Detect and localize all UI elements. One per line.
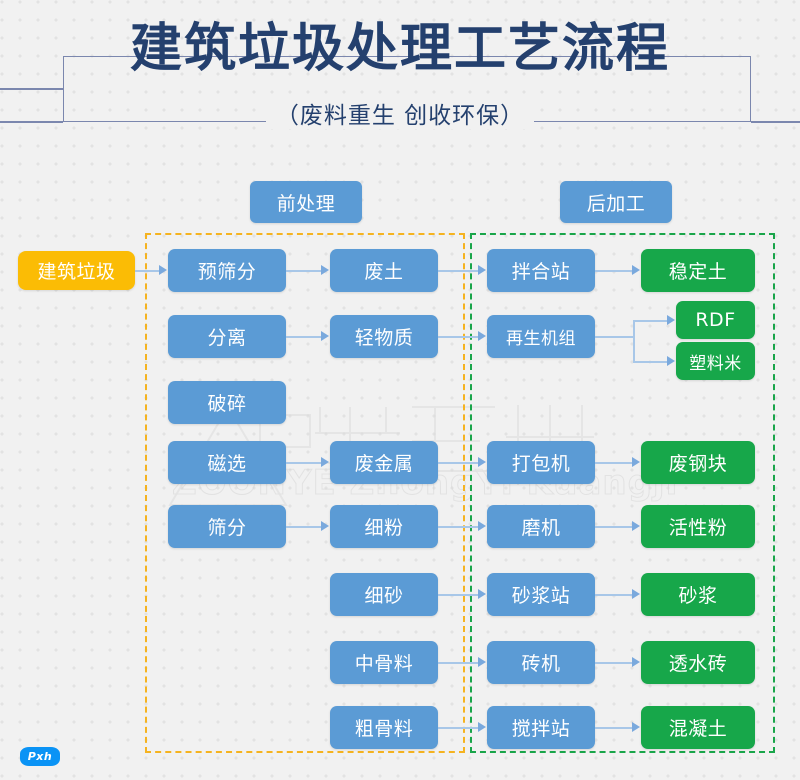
connector-coarse-aggregate-to-concrete-station bbox=[438, 727, 479, 729]
connector-light-material-to-recycling-unit bbox=[438, 336, 479, 338]
arrowhead-to-scrap-metal bbox=[321, 457, 329, 467]
arrowhead-to-baler bbox=[478, 457, 486, 467]
connector-fine-sand-to-mortar-station bbox=[438, 594, 479, 596]
connector-input-to-pre-screening bbox=[135, 270, 161, 272]
product-rdf[interactable]: RDF bbox=[676, 301, 755, 339]
arrowhead-to-scrap-steel bbox=[632, 457, 640, 467]
node-baler[interactable]: 打包机 bbox=[487, 441, 595, 484]
page-title: 建筑垃圾处理工艺流程 bbox=[129, 19, 670, 79]
connector-mixing-station-to-stabilized-soil bbox=[595, 270, 633, 272]
input-node-construction-waste[interactable]: 建筑垃圾 bbox=[18, 251, 135, 290]
page-subtitle-text: （废料重生 创收环保） bbox=[265, 103, 535, 129]
node-light-material[interactable]: 轻物质 bbox=[330, 315, 438, 358]
node-grinding-mill[interactable]: 磨机 bbox=[487, 505, 595, 548]
connector-sieving-to-fine-powder bbox=[286, 526, 322, 528]
arrowhead-to-recycling-unit bbox=[478, 331, 486, 341]
page-header: 建筑垃圾处理工艺流程 （废料重生 创收环保） bbox=[0, 0, 800, 150]
node-recycling-unit[interactable]: 再生机组 bbox=[487, 315, 595, 358]
page-subtitle: （废料重生 创收环保） bbox=[0, 98, 800, 134]
post-processing-zone bbox=[470, 233, 775, 753]
connector-magnetic-to-scrap-metal bbox=[286, 462, 322, 464]
connector-recycling-unit-split bbox=[633, 320, 635, 362]
node-scrap-metal[interactable]: 废金属 bbox=[330, 441, 438, 484]
arrowhead-to-permeable-brick bbox=[632, 657, 640, 667]
header-rule-right bbox=[751, 121, 800, 123]
connector-fine-powder-to-grinding-mill bbox=[438, 526, 479, 528]
node-waste-soil[interactable]: 废土 bbox=[330, 249, 438, 292]
arrowhead-to-concrete bbox=[632, 722, 640, 732]
arrowhead-to-plastic-pellets bbox=[667, 356, 675, 366]
arrowhead-to-grinding-mill bbox=[478, 521, 486, 531]
node-magnetic-separation[interactable]: 磁选 bbox=[168, 441, 286, 484]
product-permeable-brick[interactable]: 透水砖 bbox=[641, 641, 755, 684]
connector-pre-screening-to-waste-soil bbox=[286, 270, 322, 272]
connector-separation-to-light-material bbox=[286, 336, 322, 338]
node-fine-sand[interactable]: 细砂 bbox=[330, 573, 438, 616]
node-pre-screening[interactable]: 预筛分 bbox=[168, 249, 286, 292]
arrowhead-to-waste-soil bbox=[321, 265, 329, 275]
arrowhead-to-pre-screening bbox=[159, 265, 167, 275]
section-label-post-processing: 后加工 bbox=[560, 181, 672, 223]
product-stabilized-soil[interactable]: 稳定土 bbox=[641, 249, 755, 292]
connector-recycling-unit-to-rdf bbox=[633, 320, 668, 322]
header-rule-mid bbox=[0, 88, 64, 90]
connector-waste-soil-to-mixing-station bbox=[438, 270, 479, 272]
connector-grinding-mill-to-active-powder bbox=[595, 526, 633, 528]
connector-recycling-unit-trunk bbox=[595, 336, 635, 338]
arrowhead-to-mixing-station bbox=[478, 265, 486, 275]
product-mortar[interactable]: 砂浆 bbox=[641, 573, 755, 616]
connector-recycling-unit-to-plastic-pellets bbox=[633, 361, 668, 363]
connector-mortar-station-to-mortar bbox=[595, 594, 633, 596]
arrowhead-to-mortar-station bbox=[478, 589, 486, 599]
arrowhead-to-rdf bbox=[667, 315, 675, 325]
arrowhead-to-mortar bbox=[632, 589, 640, 599]
node-medium-aggregate[interactable]: 中骨料 bbox=[330, 641, 438, 684]
node-separation[interactable]: 分离 bbox=[168, 315, 286, 358]
arrowhead-to-fine-powder bbox=[321, 521, 329, 531]
product-plastic-pellets[interactable]: 塑料米 bbox=[676, 342, 755, 380]
connector-scrap-metal-to-baler bbox=[438, 462, 479, 464]
arrowhead-to-active-powder bbox=[632, 521, 640, 531]
node-mortar-station[interactable]: 砂浆站 bbox=[487, 573, 595, 616]
node-mixing-station[interactable]: 拌合站 bbox=[487, 249, 595, 292]
arrowhead-to-light-material bbox=[321, 331, 329, 341]
arrowhead-to-brick-machine bbox=[478, 657, 486, 667]
connector-brick-machine-to-permeable-brick bbox=[595, 662, 633, 664]
pxh-badge: Pxh bbox=[20, 747, 60, 766]
node-crushing[interactable]: 破碎 bbox=[168, 381, 286, 424]
connector-medium-aggregate-to-brick-machine bbox=[438, 662, 479, 664]
product-active-powder[interactable]: 活性粉 bbox=[641, 505, 755, 548]
node-coarse-aggregate[interactable]: 粗骨料 bbox=[330, 706, 438, 749]
node-brick-machine[interactable]: 砖机 bbox=[487, 641, 595, 684]
node-fine-powder[interactable]: 细粉 bbox=[330, 505, 438, 548]
node-concrete-mixing-station[interactable]: 搅拌站 bbox=[487, 706, 595, 749]
section-label-pre-processing: 前处理 bbox=[250, 181, 362, 223]
product-concrete[interactable]: 混凝土 bbox=[641, 706, 755, 749]
product-scrap-steel-block[interactable]: 废钢块 bbox=[641, 441, 755, 484]
node-sieving[interactable]: 筛分 bbox=[168, 505, 286, 548]
header-rule-left bbox=[0, 121, 63, 123]
pre-processing-zone bbox=[145, 233, 465, 753]
arrowhead-to-stabilized-soil bbox=[632, 265, 640, 275]
arrowhead-to-concrete-station bbox=[478, 722, 486, 732]
connector-baler-to-scrap-steel bbox=[595, 462, 633, 464]
connector-concrete-station-to-concrete bbox=[595, 727, 633, 729]
